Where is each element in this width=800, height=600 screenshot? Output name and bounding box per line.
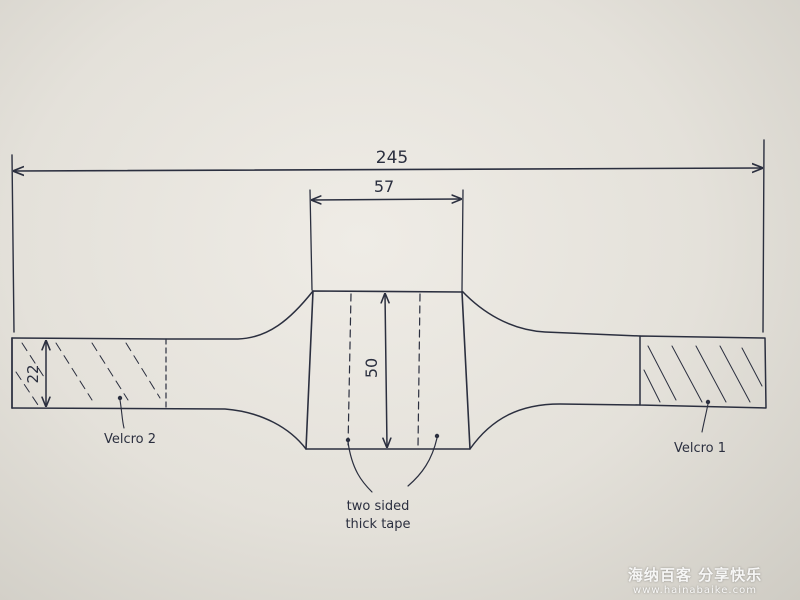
velcro-left-patch: 22 <box>11 337 167 429</box>
velcro-right-patch <box>639 335 767 433</box>
site-watermark: 海纳百客 分享快乐 www.hainabaike.com <box>600 564 790 596</box>
tape-label-line1: two sided <box>347 499 410 514</box>
right-extension-line <box>762 139 765 333</box>
center-width-arrow <box>312 199 461 200</box>
center-right-extension <box>461 189 464 291</box>
tape-leader-left <box>347 441 373 493</box>
left-extension-line <box>11 154 15 333</box>
tape-dot-right <box>434 433 440 439</box>
tape-leader-right <box>407 437 438 487</box>
center-width-label: 57 <box>374 177 394 196</box>
total-length-dimension: 245 <box>11 139 765 333</box>
tape-dot-left <box>345 437 351 443</box>
total-length-label: 245 <box>376 148 408 168</box>
center-tape-block: 50 <box>305 290 471 493</box>
center-height-label: 50 <box>362 358 381 378</box>
watermark-line2: www.hainabaike.com <box>633 585 757 596</box>
tape-label-line2: thick tape <box>345 517 410 532</box>
strap-height-label: 22 <box>24 364 42 383</box>
strap-outline <box>11 290 641 450</box>
watermark-line1: 海纳百客 分享快乐 <box>627 566 763 584</box>
total-length-arrow <box>14 168 762 171</box>
velcro-left-label: Velcro 2 <box>104 432 156 447</box>
center-left-extension <box>309 189 313 291</box>
velcro-right-label: Velcro 1 <box>674 441 726 456</box>
center-rectangle <box>305 290 471 450</box>
center-height-arrow <box>385 294 387 447</box>
tape-strip-right <box>417 293 421 448</box>
center-width-dimension: 57 <box>309 177 464 291</box>
tape-strip-left <box>347 293 352 448</box>
